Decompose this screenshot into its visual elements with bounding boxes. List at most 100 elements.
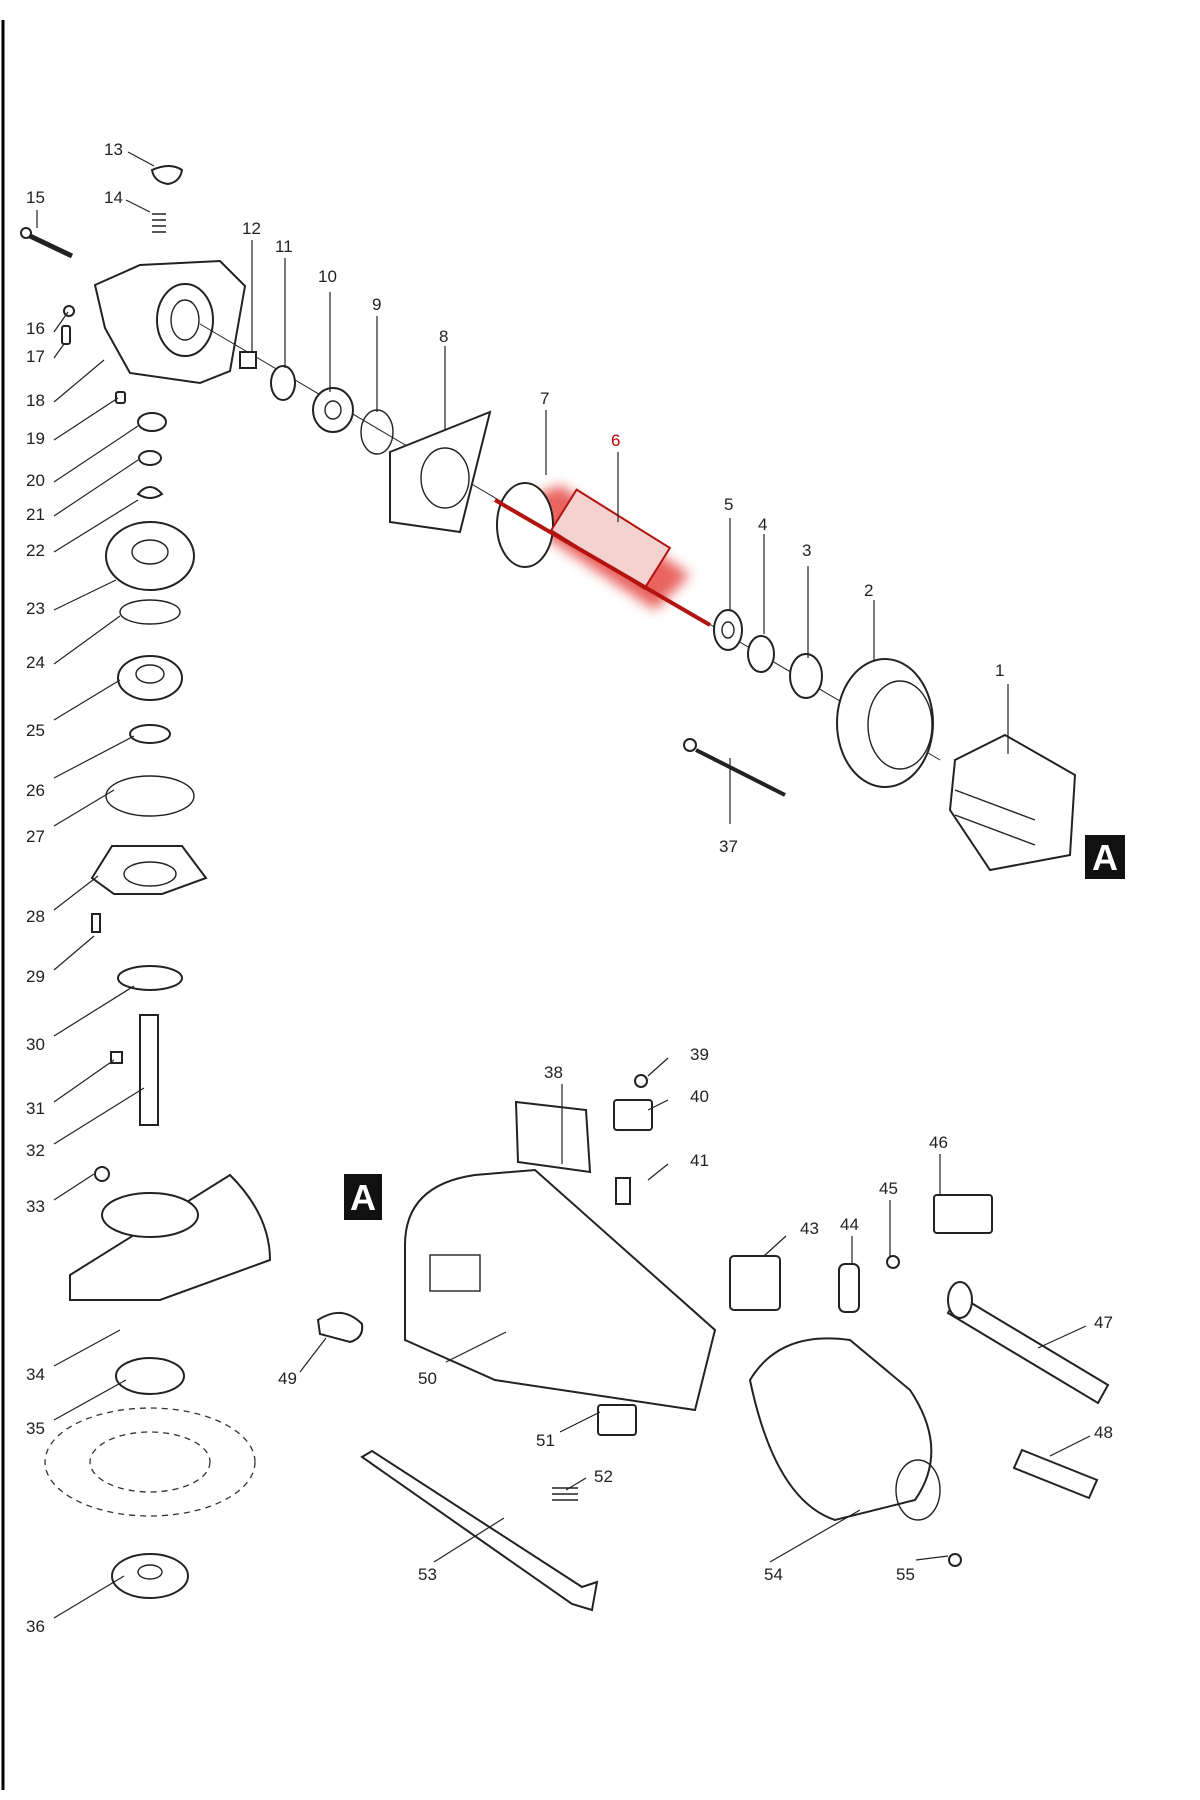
part-20-bearing	[137, 412, 167, 432]
part-16-washer	[63, 305, 75, 317]
label-28: 28	[26, 907, 45, 926]
label-30: 30	[26, 1035, 45, 1054]
label-9: 9	[372, 295, 381, 314]
label-49: 49	[278, 1369, 297, 1388]
label-26: 26	[26, 781, 45, 800]
label-52: 52	[594, 1467, 613, 1486]
label-7: 7	[540, 389, 549, 408]
label-4: 4	[758, 515, 767, 534]
part-35-inner-flange	[115, 1357, 185, 1395]
label-5: 5	[724, 495, 733, 514]
part-22-retainer	[136, 486, 164, 499]
part-34-wheel-guard	[69, 1173, 272, 1301]
label-17: 17	[26, 347, 45, 366]
part-37-screw	[683, 738, 786, 797]
part-23-bevel-gear	[105, 521, 195, 591]
part-52-spring	[552, 1487, 578, 1501]
label-22: 22	[26, 541, 45, 560]
part-6-armature-highlighted	[493, 482, 712, 627]
part-54-rear-cover	[748, 1337, 941, 1522]
label-50: 50	[418, 1369, 437, 1388]
label-55: 55	[896, 1565, 915, 1584]
label-51: 51	[536, 1431, 555, 1450]
part-13-lever	[150, 165, 184, 186]
part-10-bearing	[312, 387, 354, 433]
label-10: 10	[318, 267, 337, 286]
label-35: 35	[26, 1419, 45, 1438]
label-20: 20	[26, 471, 45, 490]
label-47: 47	[1094, 1313, 1113, 1332]
part-14-spring	[152, 213, 166, 233]
part-26-washer	[129, 724, 171, 744]
label-31: 31	[26, 1099, 45, 1118]
part-45-screw	[886, 1255, 900, 1269]
label-43: 43	[800, 1219, 819, 1238]
label-21: 21	[26, 505, 45, 524]
label-44: 44	[840, 1215, 859, 1234]
part-27-o-ring	[105, 775, 195, 817]
label-32: 32	[26, 1141, 45, 1160]
label-15: 15	[26, 188, 45, 207]
part-41-carbon-brush	[615, 1177, 631, 1205]
part-46-noise-suppressor	[933, 1194, 993, 1234]
label-12: 12	[242, 219, 261, 238]
part-48-cord	[1012, 1448, 1099, 1500]
label-3: 3	[802, 541, 811, 560]
section-marker-A-left: A	[344, 1174, 382, 1220]
grinding-wheel-outline	[44, 1407, 256, 1517]
label-29: 29	[26, 967, 45, 986]
part-17-pin	[61, 325, 71, 345]
part-53-switch-lever	[360, 1449, 599, 1612]
part-32-spindle	[139, 1014, 159, 1126]
part-28-bearing-box	[90, 845, 208, 895]
part-9-o-ring	[360, 409, 394, 455]
part-40-brush-holder	[613, 1099, 653, 1131]
part-44-strain-relief	[838, 1263, 860, 1313]
part-47-cord-guard	[946, 1281, 1110, 1405]
part-30-labyrinth-ring	[117, 965, 183, 991]
label-11: 11	[275, 237, 293, 256]
section-marker-text: A	[350, 1177, 376, 1218]
label-24: 24	[26, 653, 45, 672]
label-53: 53	[418, 1565, 437, 1584]
part-4-bearing	[747, 635, 775, 673]
label-36: 36	[26, 1617, 45, 1636]
section-marker-text: A	[1092, 837, 1118, 878]
label-48: 48	[1094, 1423, 1113, 1442]
label-25: 25	[26, 721, 45, 740]
part-3-insulation-washer	[789, 653, 823, 699]
part-1-field	[948, 733, 1077, 872]
label-13: 13	[104, 140, 123, 159]
label-37: 37	[719, 837, 738, 856]
section-marker-A-top: A	[1085, 835, 1125, 879]
label-27: 27	[26, 827, 45, 846]
label-34: 34	[26, 1365, 45, 1384]
part-51-brush-holder	[597, 1404, 637, 1436]
part-29-screw	[91, 913, 101, 933]
part-8-bearing-box	[389, 410, 492, 534]
part-labels: 1 2 3 4 5 6 7 8 9 10 11 12 13 14 15 16 1…	[26, 140, 1113, 1636]
part-36-lock-nut	[111, 1553, 189, 1599]
label-16: 16	[26, 319, 45, 338]
part-19-pin	[115, 391, 126, 404]
part-2-baffle-plate	[836, 658, 934, 788]
label-1: 1	[995, 661, 1004, 680]
label-2: 2	[864, 581, 873, 600]
part-38-label	[514, 1100, 592, 1174]
part-15-bolt	[20, 227, 74, 259]
label-54: 54	[764, 1565, 783, 1584]
label-40: 40	[690, 1087, 709, 1106]
part-11-spiral-gear	[270, 365, 296, 401]
part-12-nut	[239, 351, 257, 369]
part-39-screw	[634, 1074, 648, 1088]
label-33: 33	[26, 1197, 45, 1216]
part-33-screw	[94, 1166, 110, 1182]
part-31-woodruff-key	[110, 1051, 123, 1064]
part-50-motor-housing	[404, 1168, 717, 1412]
part-49-knob	[316, 1312, 364, 1344]
part-24-retaining-ring	[119, 599, 181, 625]
label-46: 46	[929, 1133, 948, 1152]
part-25-bearing	[117, 655, 183, 701]
part-21-ring	[138, 450, 162, 466]
